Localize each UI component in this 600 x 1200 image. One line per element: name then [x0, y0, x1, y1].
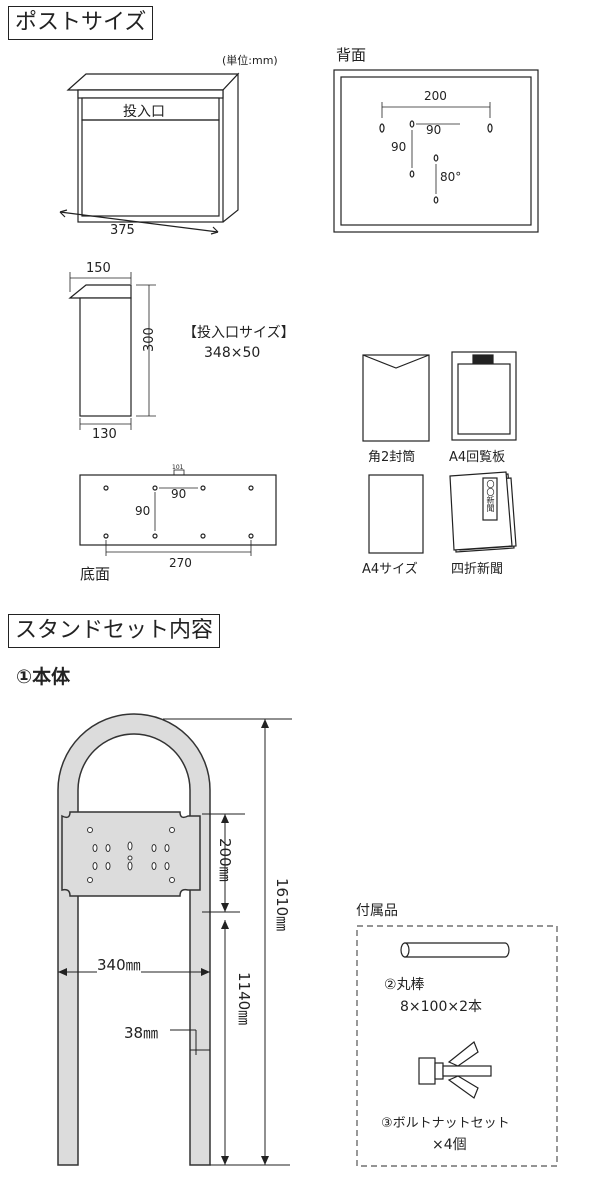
item-label-envelope: 角2封筒: [368, 450, 416, 465]
bottom-small-label: 101: [172, 464, 184, 471]
slot-size-value: 348×50: [204, 345, 261, 361]
accessories-title: 付属品: [356, 903, 398, 919]
dim-total-height: 1610㎜: [273, 878, 291, 932]
back-dim-left: 90: [391, 140, 407, 154]
mailbox-front-drawing: [59, 72, 240, 235]
slot-size-title: 【投入口サイズ】: [183, 325, 295, 341]
bolt-name: ③ボルトナットセット: [381, 1116, 510, 1131]
slot-label: 投入口: [123, 104, 165, 120]
bottom-dim-vertical: 90: [135, 504, 151, 518]
section-title-post-size: ポストサイズ: [8, 6, 154, 40]
bolt-count: ×4個: [432, 1137, 467, 1153]
dim-width: 340㎜: [97, 954, 141, 975]
bottom-view-drawing: [79, 469, 277, 556]
item-label-clipboard: A4回覧板: [449, 450, 506, 465]
back-view-label: 背面: [336, 46, 367, 64]
stand-dimension-arrows: [58, 719, 269, 1165]
envelope-icon: [362, 354, 430, 442]
dim-plate-height: 200㎜: [216, 838, 234, 882]
back-view-drawing: [333, 69, 539, 233]
item-label-a4: A4サイズ: [362, 562, 418, 577]
a4-paper-icon: [368, 474, 424, 554]
bolt-nut-icon: [418, 1041, 492, 1099]
front-width-dim: 375: [110, 223, 135, 238]
rod-icon: [400, 942, 510, 958]
dim-pipe: 38㎜: [124, 1024, 159, 1042]
rod-size: 8×100×2本: [400, 999, 482, 1015]
newspaper-icon: [449, 471, 517, 553]
side-dim-height: 300: [142, 327, 157, 352]
bottom-dim-width: 270: [169, 556, 192, 570]
stand-dimension-lines: [58, 718, 292, 1166]
stand-body-drawing: [57, 713, 211, 1166]
back-dim-down: 80°: [440, 170, 462, 184]
bottom-view-label: 底面: [80, 565, 111, 583]
back-dim-inner: 90: [426, 123, 442, 137]
side-dim-bottom: 130: [92, 427, 117, 442]
bottom-dim-inner: 90: [171, 487, 187, 501]
unit-note: (単位:mm): [222, 54, 278, 67]
stand-plate-holes: [87, 827, 175, 883]
back-dim-top: 200: [424, 89, 447, 103]
section-title-stand-set: スタンドセット内容: [8, 614, 221, 648]
dim-lower-height: 1140㎜: [235, 972, 253, 1026]
item-label-newspaper: 四折新聞: [451, 562, 504, 577]
accessories-box: [356, 925, 558, 1167]
side-dim-top: 150: [86, 261, 111, 276]
clipboard-icon: [451, 351, 517, 441]
stand-subtitle: ①本体: [16, 666, 71, 688]
newspaper-text: 〇〇新聞: [486, 480, 495, 512]
rod-name: ②丸棒: [384, 977, 425, 993]
side-view-drawing: [68, 272, 156, 430]
